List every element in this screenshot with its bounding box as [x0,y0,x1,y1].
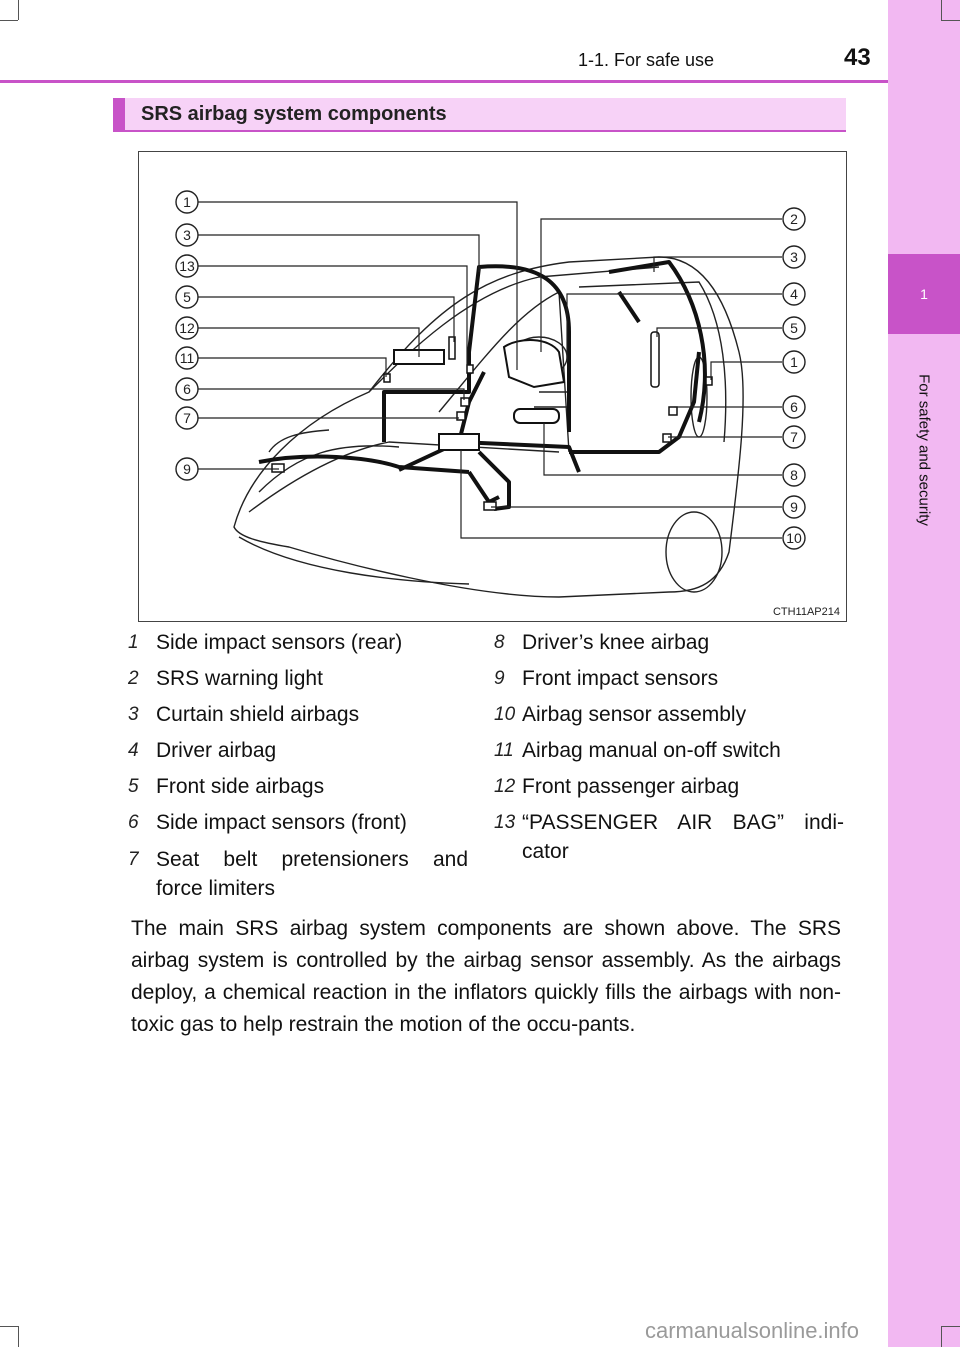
legend-text: Front side airbags [128,772,468,801]
callout-right-3: 3 [783,246,805,268]
description-paragraph: The main SRS airbag system components ar… [131,913,841,1041]
legend-number: 5 [128,772,139,801]
svg-text:4: 4 [790,286,798,302]
legend-item: 12 Front passenger airbag [494,772,844,801]
legend-text: Airbag manual on-off switch [494,736,844,765]
svg-text:9: 9 [790,499,798,515]
callout-right-6: 6 [783,396,805,418]
watermark: carmanualsonline.info [645,1318,859,1344]
svg-text:13: 13 [179,258,195,274]
legend-text: Airbag sensor assembly [494,700,844,729]
svg-text:11: 11 [180,350,195,366]
svg-text:2: 2 [790,211,798,227]
svg-text:9: 9 [183,461,191,477]
legend-text-continued: force limiters [128,874,468,903]
section-heading: SRS airbag system components [113,98,846,132]
svg-text:10: 10 [786,530,802,546]
legend-item: 10 Airbag sensor assembly [494,700,844,729]
legend-item: 4 Driver airbag [128,736,468,765]
legend-item: 9 Front impact sensors [494,664,844,693]
svg-text:6: 6 [183,381,191,397]
legend-number: 4 [128,736,139,765]
legend-number: 10 [494,700,515,729]
legend-text: Driver airbag [128,736,468,765]
callout-right-10: 10 [783,527,805,549]
legend-number: 7 [128,845,139,874]
svg-text:3: 3 [790,249,798,265]
legend-text: SRS warning light [128,664,468,693]
legend-text: Seat belt pretensioners and [128,845,468,874]
legend-item: 6 Side impact sensors (front) [128,808,468,837]
svg-text:7: 7 [790,429,798,445]
page-number: 43 [844,44,871,72]
svg-text:3: 3 [183,227,191,243]
legend-text-continued: cator [494,837,844,866]
legend-text: Side impact sensors (front) [128,808,468,837]
legend-text: “PASSENGER AIR BAG” indi- [494,808,844,837]
legend-item: 8 Driver’s knee airbag [494,628,844,657]
legend-text: Side impact sensors (rear) [128,628,468,657]
leader-lines [198,202,782,538]
callout-right-8: 8 [783,464,805,486]
legend-item: 7 Seat belt pretensioners and force limi… [128,845,468,903]
legend-number: 11 [494,736,514,765]
car-diagram: 1 3 13 5 12 11 6 7 9 2 3 4 5 1 6 7 8 9 1… [139,152,848,623]
svg-text:5: 5 [183,289,191,305]
svg-text:5: 5 [790,320,798,336]
callout-right-2: 2 [783,208,805,230]
airbag-harness [259,262,712,510]
header-section-title: 1-1. For safe use [578,50,714,71]
chapter-tab[interactable]: 1 [888,254,960,334]
svg-text:6: 6 [790,399,798,415]
figure-code: CTH11AP214 [773,606,840,618]
car-body [234,257,743,597]
legend-text: Curtain shield airbags [128,700,468,729]
legend-text: Front passenger airbag [494,772,844,801]
callout-left-13: 13 [176,255,198,277]
callout-right-4: 4 [783,283,805,305]
svg-text:1: 1 [183,194,191,210]
legend-item: 3 Curtain shield airbags [128,700,468,729]
svg-text:1: 1 [790,354,798,370]
callout-left-11: 11 [176,347,198,369]
callout-left-12: 12 [176,317,198,339]
callout-left-9: 9 [176,458,198,480]
legend-item: 5 Front side airbags [128,772,468,801]
legend-item: 11 Airbag manual on-off switch [494,736,844,765]
chapter-title: For safety and security [916,374,933,526]
legend-number: 9 [494,664,505,693]
legend-number: 3 [128,700,139,729]
svg-text:7: 7 [183,410,191,426]
chapter-sidebar [888,0,960,1347]
callout-right-9: 9 [783,496,805,518]
chapter-number: 1 [920,286,928,302]
callout-left-5: 5 [176,286,198,308]
header-rule [0,80,888,83]
legend-number: 12 [494,772,515,801]
callout-left-3: 3 [176,224,198,246]
legend-number: 8 [494,628,505,657]
callout-left-1: 1 [176,191,198,213]
svg-text:8: 8 [790,467,798,483]
legend-item: 13 “PASSENGER AIR BAG” indi- cator [494,808,844,866]
callout-left-7: 7 [176,407,198,429]
legend-text: Driver’s knee airbag [494,628,844,657]
legend-text: Front impact sensors [494,664,844,693]
legend-item: 2 SRS warning light [128,664,468,693]
airbag-components-figure: 1 3 13 5 12 11 6 7 9 2 3 4 5 1 6 7 8 9 1… [138,151,847,622]
legend-number: 6 [128,808,139,837]
svg-text:12: 12 [179,320,195,336]
callout-right-7: 7 [783,426,805,448]
legend-number: 1 [128,628,139,657]
legend-number: 2 [128,664,139,693]
section-heading-text: SRS airbag system components [141,103,447,126]
callout-right-5: 5 [783,317,805,339]
callout-right-1: 1 [783,351,805,373]
callout-left-6: 6 [176,378,198,400]
legend-number: 13 [494,808,515,837]
legend-item: 1 Side impact sensors (rear) [128,628,468,657]
